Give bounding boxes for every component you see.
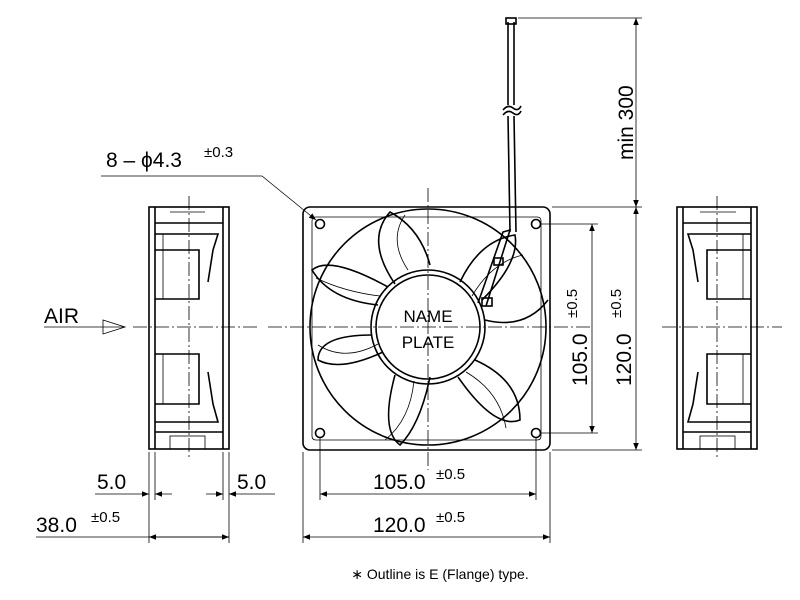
front-view: NAME PLATE — [268, 188, 590, 470]
outer-v-tol: ±0.5 — [608, 289, 625, 318]
hole-callout-tol: ±0.3 — [204, 144, 233, 161]
lead-length-label: min 300 — [615, 85, 638, 160]
name-plate-line2: PLATE — [402, 333, 455, 352]
air-label: AIR — [44, 305, 79, 328]
right-side-view — [662, 196, 782, 460]
left-side-view — [133, 196, 258, 460]
hole-callout: 8 – ϕ4.3 ±0.3 — [101, 144, 317, 221]
thickness-dimensions: 5.0 5.0 38.0 ±0.5 — [36, 452, 275, 543]
lead-length-dimension: min 300 — [518, 17, 642, 208]
flange-right-label: 5.0 — [237, 471, 266, 494]
hole-pitch-h-tol: ±0.5 — [436, 466, 465, 483]
outer-h-tol: ±0.5 — [436, 509, 465, 526]
air-arrow: AIR — [44, 305, 127, 335]
footnote: ∗ Outline is E (Flange) type. — [351, 566, 528, 582]
vertical-dimensions: 105.0 ±0.5 120.0 ±0.5 — [540, 207, 642, 451]
thickness-tol: ±0.5 — [91, 509, 120, 526]
lead-wire — [502, 17, 522, 233]
hole-pitch-h-value: 105.0 — [373, 471, 426, 494]
outer-v-value: 120.0 — [613, 333, 636, 386]
outer-h-value: 120.0 — [373, 514, 426, 537]
flange-left-label: 5.0 — [97, 471, 126, 494]
name-plate-line1: NAME — [403, 307, 452, 326]
hole-callout-text: 8 – ϕ4.3 — [106, 149, 182, 172]
hole-pitch-v-value: 105.0 — [569, 333, 592, 386]
horizontal-dimensions: 105.0 ±0.5 120.0 ±0.5 — [302, 438, 551, 543]
thickness-value: 38.0 — [36, 514, 77, 537]
hole-pitch-v-tol: ±0.5 — [564, 289, 581, 318]
fan-blades — [310, 210, 549, 447]
